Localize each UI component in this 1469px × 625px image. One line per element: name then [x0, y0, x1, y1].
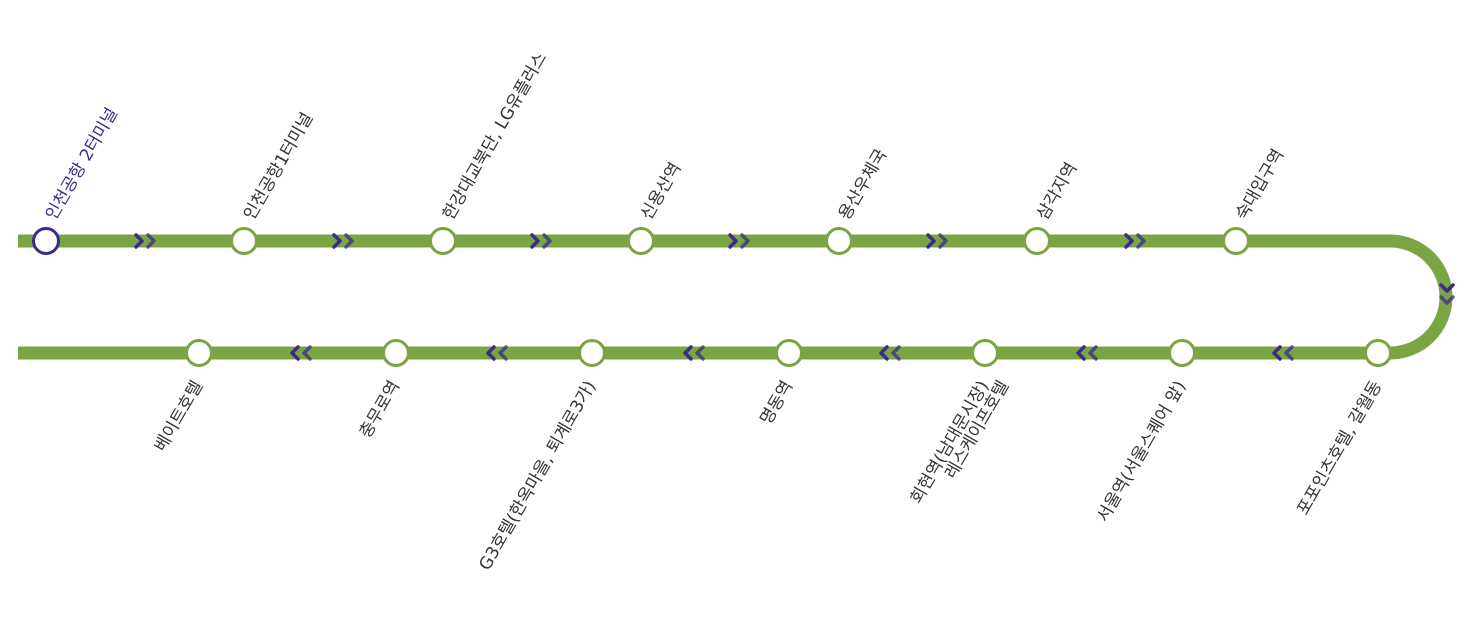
direction-arrows	[134, 233, 1455, 361]
station-marker[interactable]	[627, 227, 655, 255]
double-chevron-right-icon	[728, 233, 750, 249]
station-label: 인천공항 2터미널	[42, 105, 122, 224]
double-chevron-right-icon	[530, 233, 552, 249]
station-label: 충무로역	[356, 378, 405, 442]
station-label: 삼각지역	[1033, 159, 1082, 223]
station-label: 명동역	[757, 378, 798, 429]
station-marker[interactable]	[1222, 227, 1250, 255]
double-chevron-left-icon	[1272, 345, 1294, 361]
station-label: 서울역(서울스퀘어 앞)	[1093, 378, 1190, 526]
station-label: 포포인츠호텔, 갈월동	[1293, 378, 1386, 519]
double-chevron-left-icon	[1076, 345, 1098, 361]
double-chevron-right-icon	[134, 233, 156, 249]
station-label: 한강대교북단, LG유플러스	[439, 49, 551, 223]
station-marker[interactable]	[185, 339, 213, 367]
station-marker[interactable]	[775, 339, 803, 367]
station-label: G3호텔(한옥마을, 퇴계로3가)	[475, 378, 600, 574]
double-chevron-right-icon	[332, 233, 354, 249]
station-marker[interactable]	[578, 339, 606, 367]
station-marker[interactable]	[230, 227, 258, 255]
double-chevron-down-icon	[1439, 283, 1455, 305]
stations	[32, 227, 1392, 367]
double-chevron-right-icon	[926, 233, 948, 249]
double-chevron-left-icon	[290, 345, 312, 361]
station-label: 신용산역	[637, 159, 686, 223]
double-chevron-right-icon	[1124, 233, 1146, 249]
station-marker[interactable]	[971, 339, 999, 367]
double-chevron-left-icon	[683, 345, 705, 361]
station-label: 숙대입구역	[1232, 146, 1288, 224]
station-marker[interactable]	[1023, 227, 1051, 255]
station-marker[interactable]	[429, 227, 457, 255]
station-marker[interactable]	[1364, 339, 1392, 367]
station-marker[interactable]	[382, 339, 410, 367]
station-label: 인천공항1터미널	[240, 109, 317, 223]
route-line	[18, 234, 1453, 360]
station-label: 용산우체국	[835, 146, 891, 224]
station-marker-current[interactable]	[32, 227, 60, 255]
station-marker[interactable]	[825, 227, 853, 255]
station-label: 베이트호텔	[151, 378, 207, 456]
double-chevron-left-icon	[486, 345, 508, 361]
station-marker[interactable]	[1168, 339, 1196, 367]
double-chevron-left-icon	[879, 345, 901, 361]
